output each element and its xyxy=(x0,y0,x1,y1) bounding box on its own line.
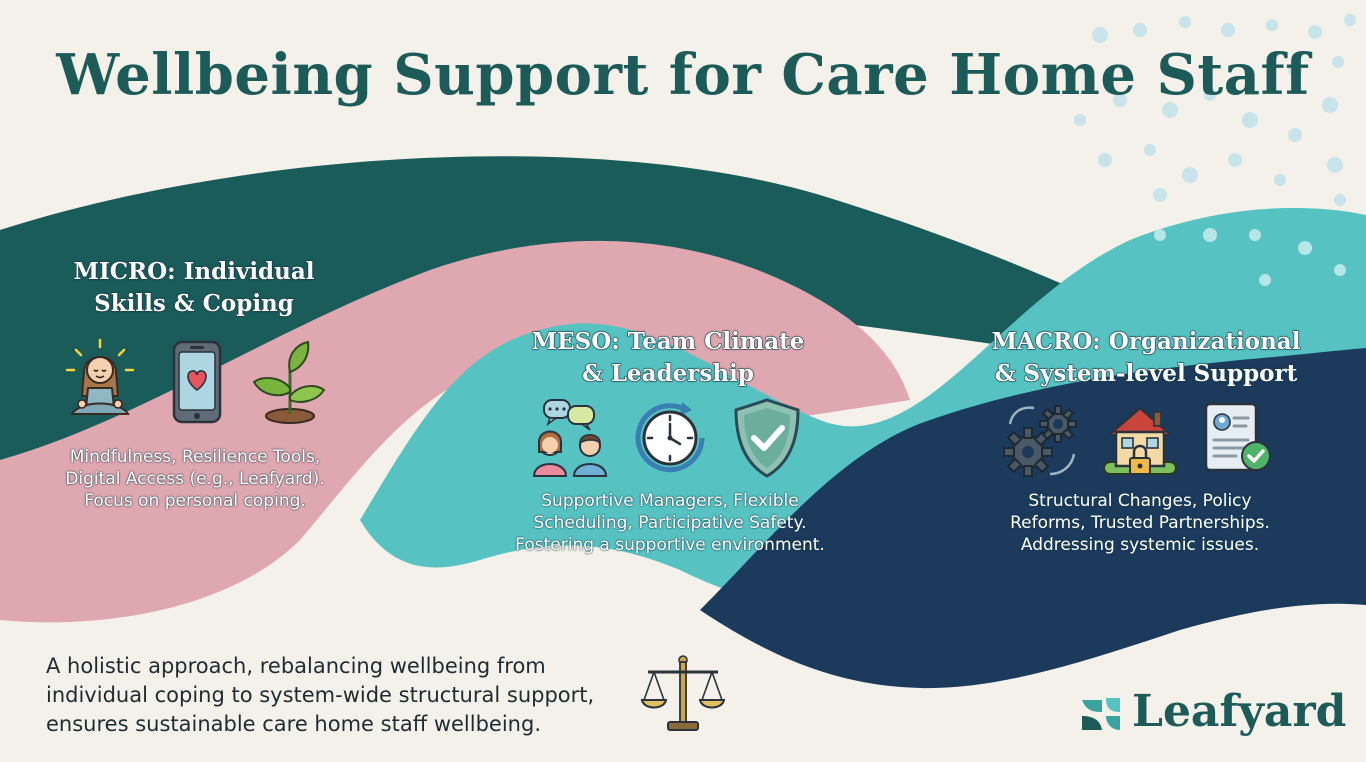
meditation-icon xyxy=(65,338,135,415)
connector-band-pink xyxy=(0,240,910,623)
decorative-dots xyxy=(1074,14,1356,206)
team-chat-icon xyxy=(532,399,608,477)
macro-band xyxy=(700,348,1366,689)
shield-check-icon xyxy=(734,398,800,478)
gears-icon xyxy=(1003,405,1077,477)
footer-line: A holistic approach, rebalancing wellbei… xyxy=(46,654,546,678)
macro-desc-line: Addressing systemic issues. xyxy=(1020,535,1260,555)
meso-desc-line: Scheduling, Participative Safety. xyxy=(533,513,807,533)
decorative-dots-on-band xyxy=(1154,228,1346,286)
macro-title: MACRO: Organizational & System-level Sup… xyxy=(976,326,1316,390)
micro-desc-line: Focus on personal coping. xyxy=(84,491,306,511)
footer-statement: A holistic approach, rebalancing wellbei… xyxy=(46,652,666,739)
meso-desc-line: Supportive Managers, Flexible xyxy=(541,491,799,511)
clock-icon xyxy=(635,402,705,473)
micro-desc-line: Mindfulness, Resilience Tools, xyxy=(69,447,321,467)
macro-desc-line: Structural Changes, Policy xyxy=(1028,491,1252,511)
meso-description: Supportive Managers, Flexible Scheduling… xyxy=(480,490,860,556)
micro-desc-line: Digital Access (e.g., Leafyard). xyxy=(65,469,325,489)
sprout-icon xyxy=(252,340,326,424)
micro-title-line: MICRO: Individual xyxy=(73,258,315,286)
macro-description: Structural Changes, Policy Reforms, Trus… xyxy=(970,490,1310,556)
balance-scale-icon xyxy=(640,655,726,731)
smartphone-heart-icon xyxy=(172,340,222,424)
micro-title-line: Skills & Coping xyxy=(94,290,295,318)
micro-description: Mindfulness, Resilience Tools, Digital A… xyxy=(30,446,360,512)
footer-line: ensures sustainable care home staff well… xyxy=(46,712,541,736)
macro-title-line: MACRO: Organizational xyxy=(991,328,1301,356)
leafyard-logo-icon xyxy=(1082,698,1120,730)
micro-title: MICRO: Individual Skills & Coping xyxy=(54,256,334,320)
meso-title-line: & Leadership xyxy=(582,360,755,388)
footer-line: individual coping to system-wide structu… xyxy=(46,683,595,707)
macro-title-line: & System-level Support xyxy=(994,360,1298,388)
meso-title: MESO: Team Climate & Leadership xyxy=(518,326,818,390)
micro-band xyxy=(0,156,1100,470)
page-title: Wellbeing Support for Care Home Staff xyxy=(56,42,1310,108)
leafyard-logo-text: Leafyard xyxy=(1132,686,1347,737)
macro-desc-line: Reforms, Trusted Partnerships. xyxy=(1010,513,1270,533)
meso-desc-line: Fostering a supportive environment. xyxy=(515,535,825,555)
document-check-icon xyxy=(1204,402,1271,472)
meso-title-line: MESO: Team Climate xyxy=(531,328,805,356)
house-lock-icon xyxy=(1103,406,1177,475)
